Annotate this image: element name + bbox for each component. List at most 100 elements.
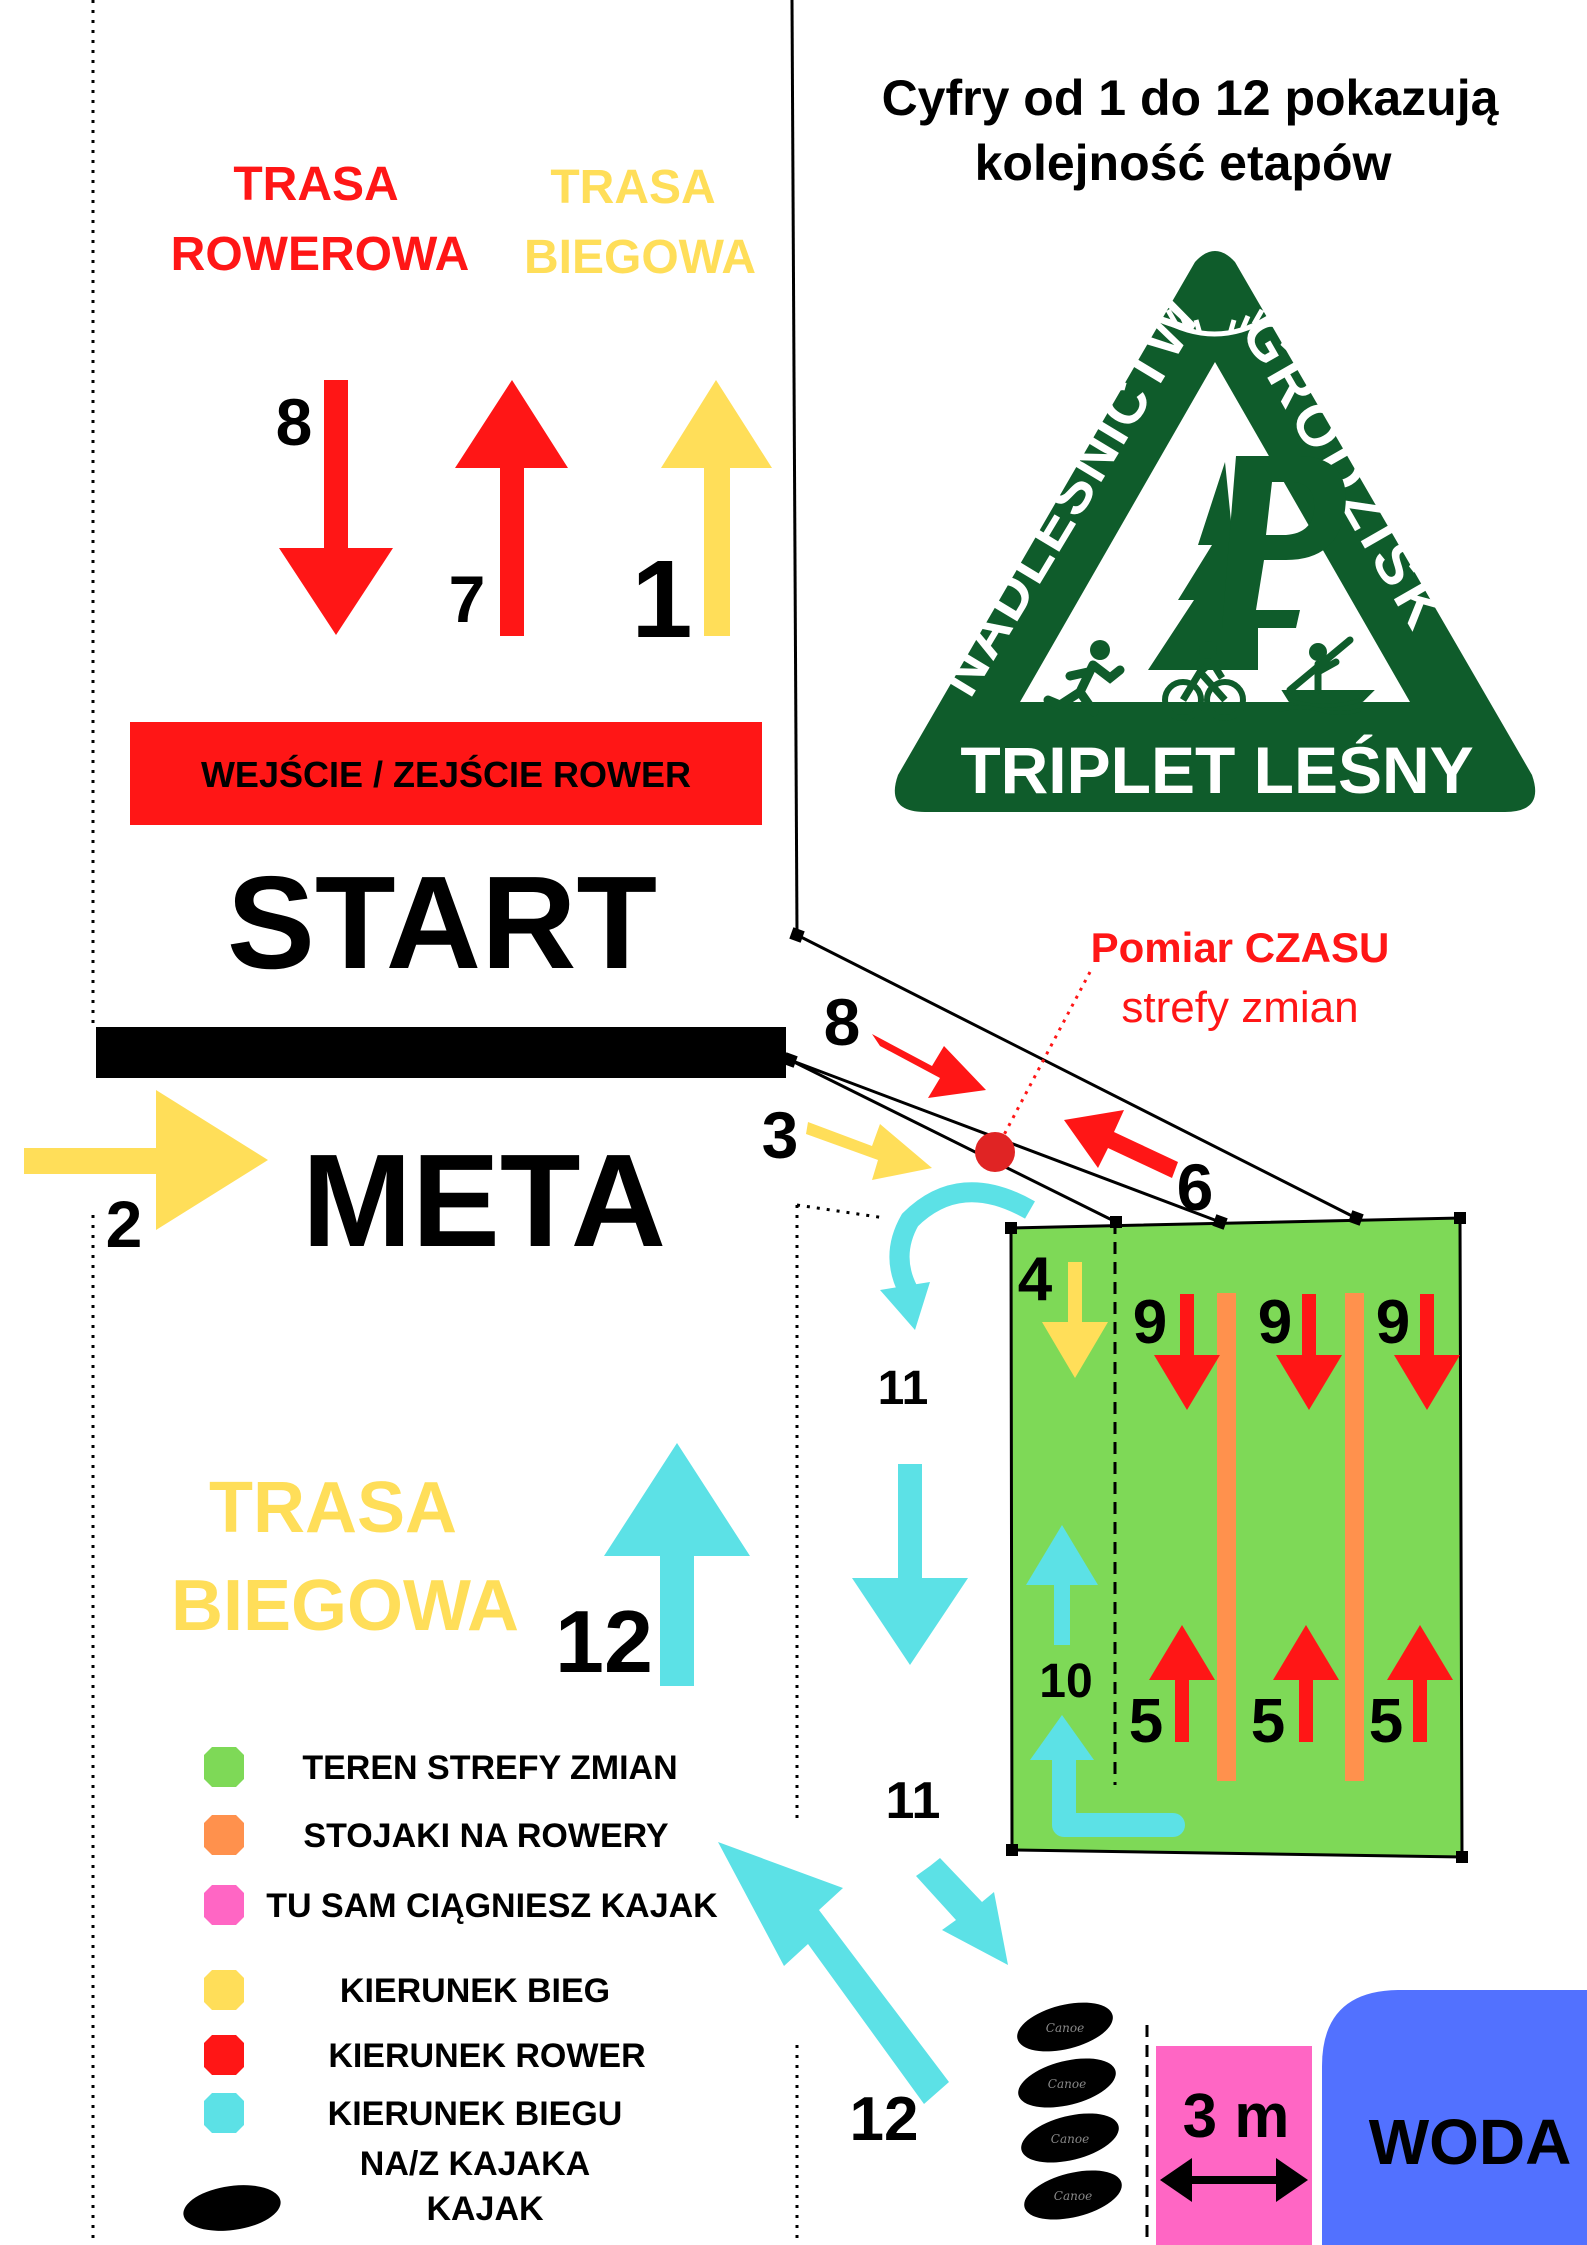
legend-swatch-icon bbox=[204, 2035, 244, 2075]
run-corner-zone-arrow-icon bbox=[1052, 1743, 1185, 1837]
stage-number-7: 7 bbox=[449, 562, 486, 636]
run-to-kayaks-arrow-icon bbox=[916, 1858, 1008, 1965]
stage-number-5a: 5 bbox=[1129, 1687, 1163, 1756]
run-down-zone-arrow-icon bbox=[1042, 1262, 1108, 1378]
kayaker-icon bbox=[1278, 636, 1375, 715]
legend-label: KIERUNEK ROWER bbox=[328, 2037, 645, 2075]
start-finish-line bbox=[96, 1027, 786, 1078]
run-down-arrow-icon bbox=[852, 1464, 968, 1665]
legend-item: KAJAK bbox=[183, 2185, 544, 2231]
rack-down-arrow-2-icon bbox=[1276, 1294, 1342, 1410]
time-measurement-point bbox=[975, 1132, 1015, 1172]
run-into-zone-arrow-icon bbox=[806, 1122, 932, 1180]
trasa-biegowa-top-label-2: BIEGOWA bbox=[524, 231, 756, 284]
svg-text:Canoe: Canoe bbox=[1051, 2132, 1089, 2146]
curve-arrowhead-icon bbox=[880, 1282, 930, 1330]
trasa-rowerowa-label-2: ROWEROWA bbox=[171, 228, 470, 281]
rack-up-arrow-3-icon bbox=[1387, 1625, 1453, 1742]
legend-swatch-icon bbox=[204, 2093, 244, 2133]
trasa-biegowa-top-label-1: TRASA bbox=[550, 161, 715, 214]
time-measurement-subtitle: strefy zmian bbox=[1121, 983, 1358, 1032]
double-arrow-icon bbox=[1160, 2158, 1308, 2202]
water-label: WODA bbox=[1369, 2106, 1572, 2178]
run-finish-up-arrow-icon bbox=[604, 1443, 750, 1686]
legend-item: KIERUNEK BIEGU NA/Z KAJAKA bbox=[204, 2093, 622, 2183]
stage-number-1: 1 bbox=[631, 538, 692, 661]
svg-text:Canoe: Canoe bbox=[1046, 2021, 1084, 2035]
corner-arrowhead-icon bbox=[1030, 1715, 1094, 1760]
legend-item: TEREN STREFY ZMIAN bbox=[204, 1747, 678, 1787]
kayak-4-icon: Canoe bbox=[1024, 2170, 1122, 2220]
stage-number-9b: 9 bbox=[1258, 1288, 1292, 1357]
time-measurement-title: Pomiar CZASU bbox=[1091, 924, 1390, 971]
svg-text:Canoe: Canoe bbox=[1054, 2189, 1092, 2203]
zone-corners bbox=[1005, 1210, 1468, 1863]
kayak-1-icon: Canoe bbox=[1017, 2002, 1113, 2052]
stage-number-9c: 9 bbox=[1376, 1288, 1410, 1357]
stage-number-5b: 5 bbox=[1251, 1687, 1285, 1756]
rack-up-arrow-1-icon bbox=[1149, 1625, 1215, 1742]
rack-down-arrow-3-icon bbox=[1394, 1294, 1460, 1410]
stage-number-5c: 5 bbox=[1369, 1687, 1403, 1756]
header-line-1: Cyfry od 1 do 12 pokazują bbox=[882, 70, 1500, 126]
trasa-biegowa-bottom-label-1: TRASA bbox=[209, 1468, 457, 1548]
rack-up-arrow-2-icon bbox=[1273, 1625, 1339, 1742]
bike-rack-2 bbox=[1345, 1293, 1364, 1781]
bike-racks-up-arrows bbox=[1149, 1625, 1453, 1742]
rack-down-arrow-1-icon bbox=[1154, 1294, 1220, 1410]
bike-entry-exit-label: WEJŚCIE / ZEJŚCIE ROWER bbox=[201, 753, 691, 795]
stage-number-6: 6 bbox=[1177, 1150, 1214, 1224]
legend-item: STOJAKI NA ROWERY bbox=[204, 1815, 669, 1855]
time-measurement-pointer bbox=[994, 971, 1092, 1151]
laurel-icon bbox=[1158, 308, 1270, 337]
legend-label: TU SAM CIĄGNIESZ KAJAK bbox=[266, 1887, 718, 1925]
legend-swatch-icon bbox=[204, 1970, 244, 2010]
water-area bbox=[1322, 1990, 1587, 2245]
stage-number-11-top: 11 bbox=[878, 1362, 929, 1415]
dotted-boundary-middle-top bbox=[796, 1203, 886, 1220]
run-from-kayaks-arrow-icon bbox=[718, 1842, 949, 2104]
stage-number-10: 10 bbox=[1039, 1655, 1092, 1708]
header-line-2: kolejność etapów bbox=[975, 135, 1392, 191]
bike-out-zone-arrow-icon bbox=[1064, 1110, 1178, 1178]
legend-label: KIERUNEK BIEG bbox=[340, 1972, 610, 2010]
stage-number-2: 2 bbox=[106, 1187, 143, 1261]
bike-down-arrow-icon bbox=[279, 380, 393, 635]
cyclist-icon bbox=[1162, 641, 1246, 721]
stage-number-11-bottom: 11 bbox=[886, 1772, 941, 1830]
legend-item: KIERUNEK ROWER bbox=[204, 2035, 646, 2075]
run-up-zone-arrow-icon bbox=[1026, 1525, 1098, 1645]
stage-number-12-bottom: 12 bbox=[850, 2085, 919, 2154]
runner-icon bbox=[1043, 640, 1125, 717]
run-to-kayak-curve-arrow-icon bbox=[889, 1182, 1035, 1295]
legend-kayak-icon bbox=[183, 2185, 281, 2231]
kayak-2-icon: Canoe bbox=[1018, 2058, 1116, 2108]
start-label: START bbox=[227, 849, 657, 996]
stage-number-3: 3 bbox=[762, 1098, 799, 1172]
run-right-arrow-icon bbox=[24, 1090, 268, 1230]
legend-item: KIERUNEK BIEG bbox=[204, 1970, 610, 2010]
pl-emblem bbox=[1222, 456, 1346, 628]
legend-label: KIERUNEK BIEGU bbox=[328, 2095, 623, 2133]
bike-entry-exit-bar bbox=[130, 722, 762, 825]
svg-text:Canoe: Canoe bbox=[1048, 2077, 1086, 2091]
legend-swatch-icon bbox=[204, 1885, 244, 1925]
stage-number-9a: 9 bbox=[1133, 1288, 1167, 1357]
logo-banner-text: TRIPLET LEŚNY bbox=[960, 733, 1473, 807]
kayak-drag-zone bbox=[1156, 2046, 1312, 2245]
stage-number-12-left: 12 bbox=[555, 1592, 653, 1691]
legend-swatch-icon bbox=[204, 1815, 244, 1855]
legend-item: TU SAM CIĄGNIESZ KAJAK bbox=[204, 1885, 718, 1925]
run-up-arrow-icon bbox=[661, 380, 772, 636]
bike-rack-1 bbox=[1217, 1293, 1236, 1781]
stage-number-8-mid: 8 bbox=[824, 985, 861, 1059]
legend: TEREN STREFY ZMIAN STOJAKI NA ROWERY TU SA… bbox=[183, 1747, 718, 2231]
three-meters-label: 3 m bbox=[1183, 2082, 1290, 2151]
legend-label: NA/Z KAJAKA bbox=[360, 2145, 590, 2183]
kayaks-group: Canoe Canoe Canoe Canoe bbox=[1017, 2002, 1122, 2220]
stage-number-4: 4 bbox=[1018, 1245, 1053, 1314]
solid-boundary-top bbox=[790, 0, 799, 936]
meta-label: META bbox=[302, 1127, 666, 1274]
trasa-biegowa-bottom-label-2: BIEGOWA bbox=[171, 1566, 519, 1646]
